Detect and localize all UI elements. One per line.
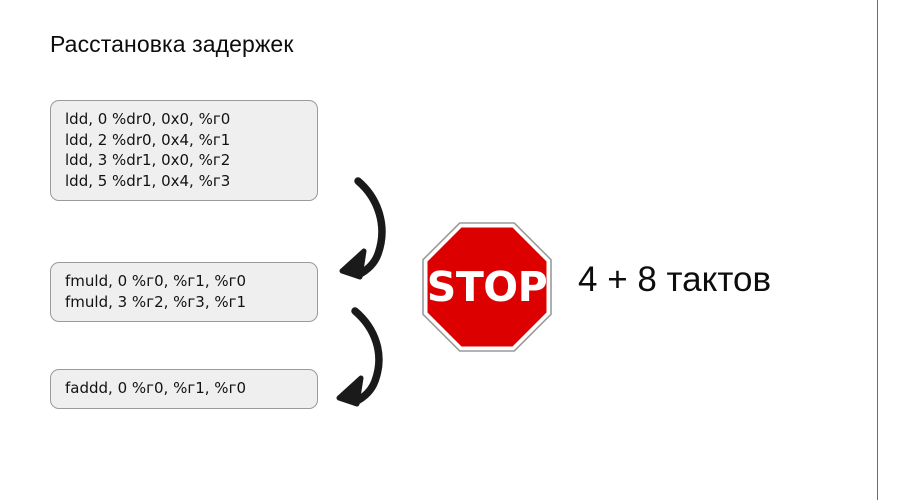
code-line: faddd, 0 %г0, %г1, %г0 bbox=[65, 379, 246, 397]
code-line: fmuld, 0 %г0, %г1, %г0 bbox=[65, 272, 247, 290]
curved-arrow-down-icon bbox=[336, 307, 383, 407]
code-block-add: faddd, 0 %г0, %г1, %г0 bbox=[50, 369, 318, 409]
stop-sign-icon: STOP bbox=[421, 221, 553, 353]
stop-sign-body bbox=[427, 227, 547, 347]
code-line: ldd, 5 %dr1, 0x4, %г3 bbox=[65, 171, 231, 190]
right-divider bbox=[877, 0, 878, 500]
page-title: Расстановка задержек bbox=[50, 31, 294, 57]
code-line: ldd, 3 %dr1, 0x0, %г2 bbox=[65, 151, 231, 169]
code-line: fmuld, 3 %г2, %г3, %г1 bbox=[65, 292, 247, 311]
code-block-muls: fmuld, 0 %г0, %г1, %г0 fmuld, 3 %г2, %г3… bbox=[50, 262, 318, 322]
code-block-loads: ldd, 0 %dr0, 0x0, %г0 ldd, 2 %dr0, 0x4, … bbox=[50, 100, 318, 201]
curved-arrow-down-icon bbox=[339, 177, 386, 280]
cycles-count-label: 4 + 8 тактов bbox=[578, 260, 772, 299]
code-line: ldd, 2 %dr0, 0x4, %г1 bbox=[65, 130, 231, 149]
stop-sign-label: STOP bbox=[427, 263, 547, 311]
code-line: ldd, 0 %dr0, 0x0, %г0 bbox=[65, 110, 231, 128]
